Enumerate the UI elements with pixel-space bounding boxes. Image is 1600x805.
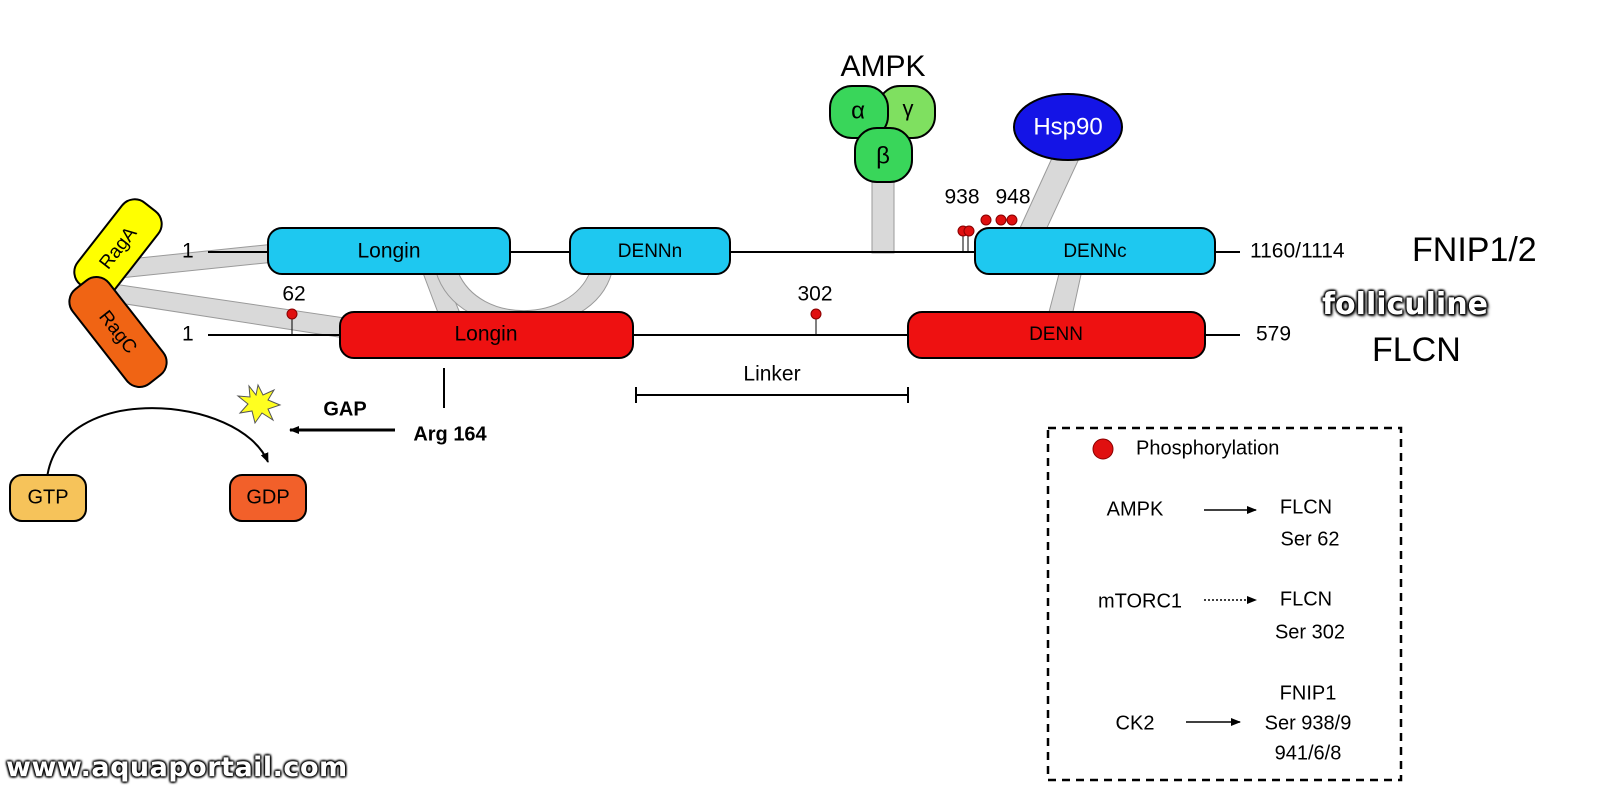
fnip-longin-domain[interactable] [267,227,511,275]
ampk-gamma-label: γ [903,96,914,121]
gdp-box[interactable] [229,474,307,522]
flcn-denn-label: DENN [1029,324,1083,345]
linker-label: Linker [743,363,800,386]
gtp-box[interactable] [9,474,87,522]
flcn-start-label: 1 [182,323,194,346]
gdp-label: GDP [246,486,289,508]
watermark: www.aquaportail.com [6,752,348,783]
legend-site: Ser 938/9 [1265,712,1352,734]
ampk-complex[interactable]: AMPK α γ β [829,50,936,183]
fnip-end-label: 1160/1114 [1250,240,1345,263]
fnip-dennc-domain[interactable] [974,227,1216,275]
ragc-subunit [68,276,168,388]
hsp90-label: Hsp90 [1033,113,1102,140]
flcn-name: FLCN [1372,331,1461,369]
phospho-dot [963,225,975,237]
ampk-beta-subunit [854,127,913,183]
legend-site: Ser 62 [1281,528,1340,550]
folliculine-label: folliculine [1322,287,1488,322]
legend-target: FLCN [1280,496,1332,518]
legend-site-extra: 941/6/8 [1275,742,1342,764]
flcn-longin-label: Longin [454,323,517,346]
legend-kinase: mTORC1 [1098,590,1182,612]
phospho-dot [1006,214,1018,226]
hsp90[interactable]: Hsp90 [1013,93,1123,161]
ampk-alpha-label: α [851,97,865,124]
legend-site: Ser 302 [1275,621,1345,643]
phospho-dot [980,214,992,226]
flcn-protein: 1 Longin DENN 579 FLCN 62 302 Linker [182,283,1461,403]
legend-box: Phosphorylation AMPK FLCN Ser 62 mTORC1 … [1046,426,1403,782]
site-302-label: 302 [797,283,832,306]
phospho-dot [995,214,1007,226]
dennc-denn-connector [1047,269,1083,317]
legend-target: FLCN [1280,588,1332,610]
legend-target: FNIP1 [1280,682,1337,704]
flcn-denn-domain[interactable] [907,311,1206,359]
legend-phospho-label: Phosphorylation [1136,437,1279,459]
gtp-label: GTP [27,486,68,508]
fnip-dennn-domain[interactable] [569,227,731,275]
legend-border [1046,426,1403,782]
ampk-beta-label: β [876,142,890,169]
ampk-label: AMPK [840,50,925,83]
fnip-dennn-label: DENNn [618,241,682,262]
flcn-end-label: 579 [1256,323,1291,346]
fnip-name: FNIP1/2 [1412,231,1537,269]
phospho-dot [810,308,822,320]
rag-heterodimer[interactable]: RagA RagC [63,193,173,394]
arg164-label: Arg 164 [413,423,487,445]
star-icon [236,383,282,425]
fnip-protein: 1 Longin DENNn DENNc 1160/1114 FNIP1/2 9… [182,186,1537,275]
gap-label: GAP [323,398,366,420]
legend-kinase: AMPK [1107,498,1164,520]
site-62-label: 62 [282,283,305,306]
site-938-label: 938 [944,186,979,209]
gtp-to-gdp-arrow [46,407,269,479]
fnip-dennc-label: DENNc [1063,241,1126,262]
legend-kinase: CK2 [1116,712,1155,734]
hsp90-ellipse [1013,93,1123,161]
ampk-stalk [871,177,895,254]
fnip-start-label: 1 [182,240,194,263]
flcn-longin-domain[interactable] [339,311,634,359]
phospho-dot [286,308,298,320]
gtpase-cycle: GTP GDP GAP Arg 164 [9,368,488,522]
fnip-longin-label: Longin [357,240,420,263]
site-948-label: 948 [995,186,1030,209]
phospho-legend-dot [1092,438,1114,460]
